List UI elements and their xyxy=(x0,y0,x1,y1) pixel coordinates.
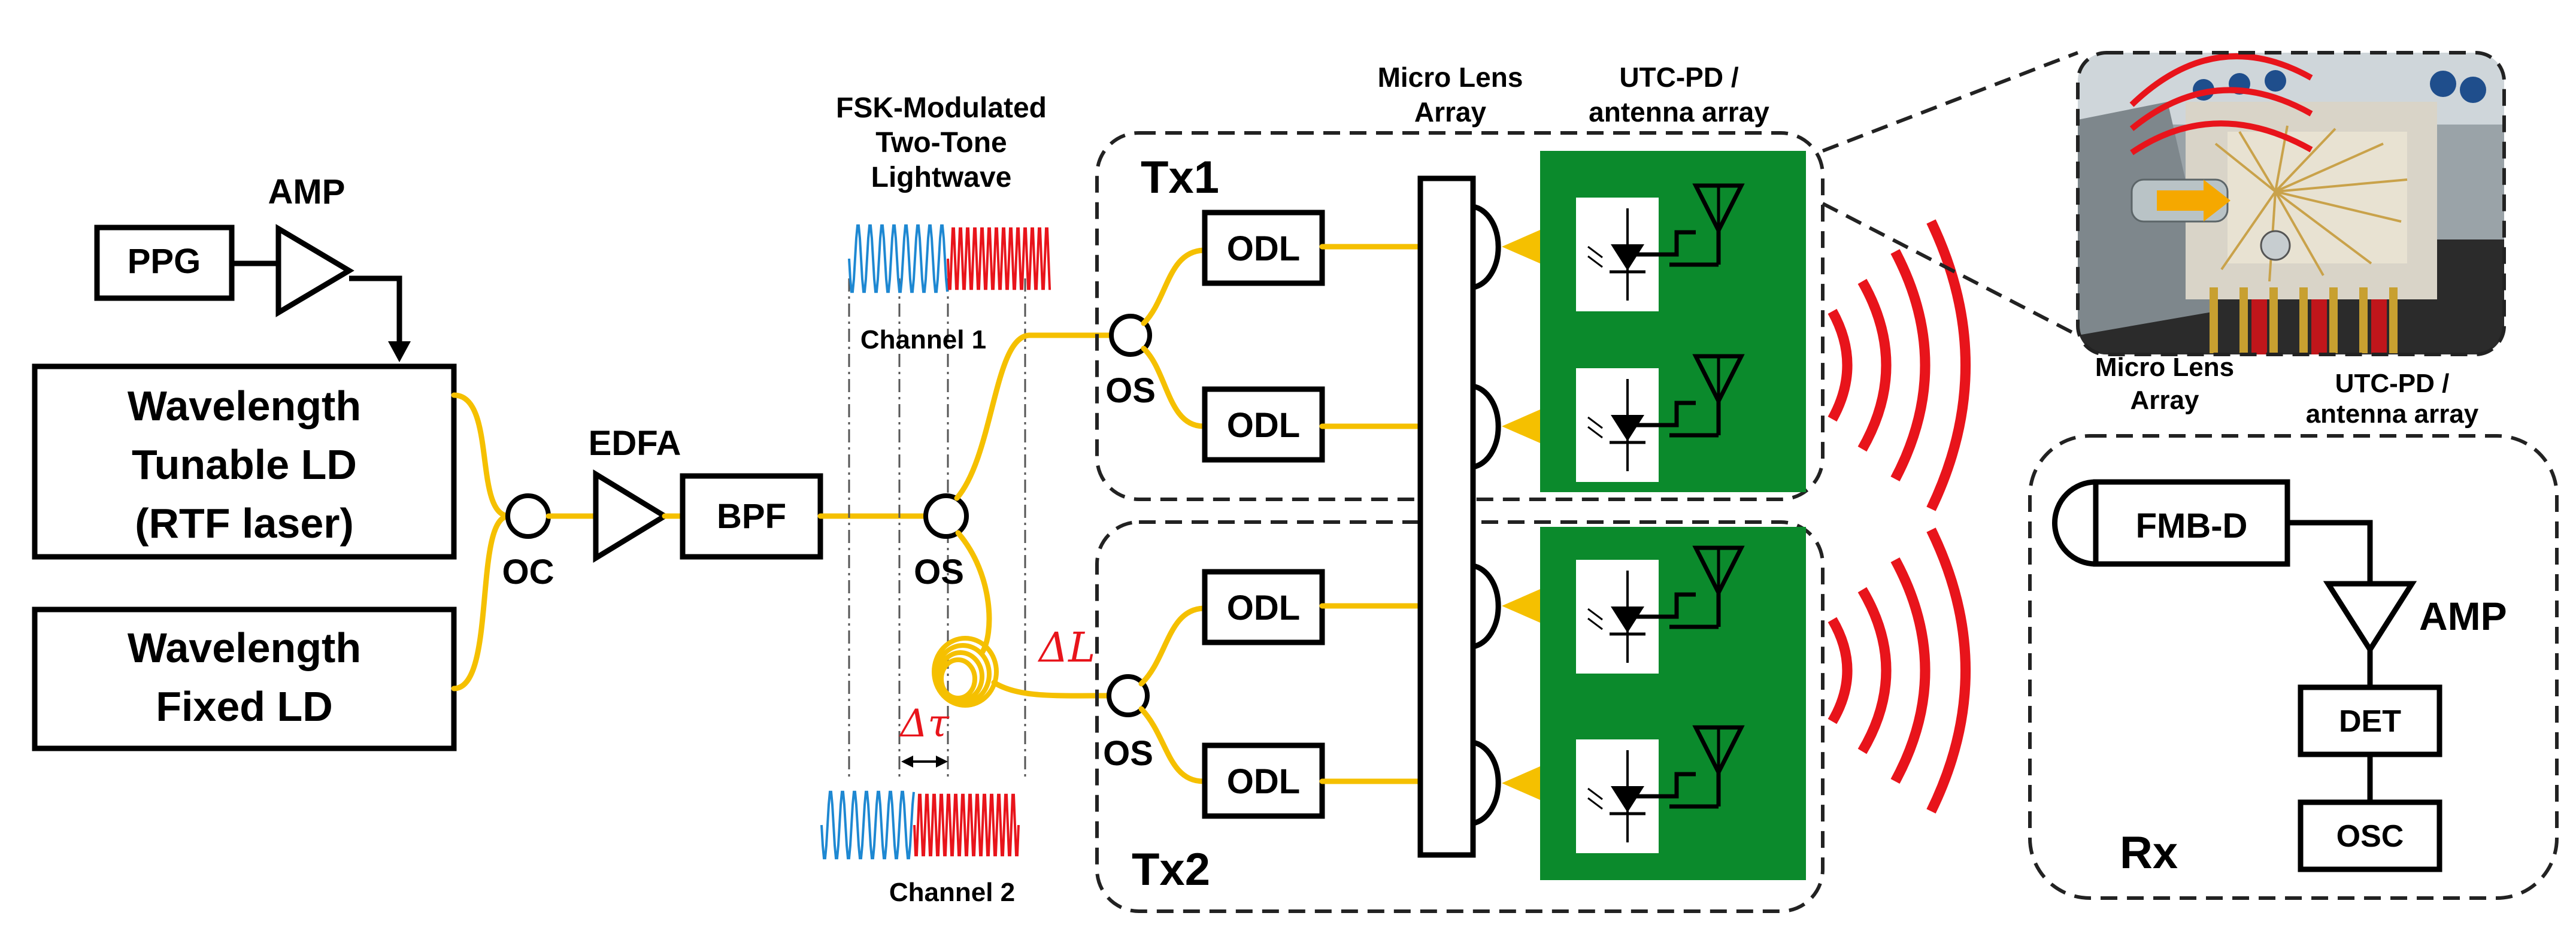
rx-amplifier-icon xyxy=(2323,581,2417,655)
os-main-label: OS xyxy=(914,553,964,592)
os-tx2-coupler xyxy=(1107,674,1150,717)
oc-label: OC xyxy=(502,553,554,592)
wavelength-tunable-ld-box xyxy=(32,363,457,560)
wavelength-fixed-ld-line1: Wavelength xyxy=(128,624,361,671)
radiation-wave-icon xyxy=(1828,219,1971,814)
amplifier-triangle-icon xyxy=(275,224,354,317)
edfa-amplifier-icon xyxy=(593,469,670,563)
odl-label-1: ODL xyxy=(1227,229,1300,268)
amp-top-label: AMP xyxy=(268,172,346,211)
fmbd-label: FMB-D xyxy=(2136,507,2248,545)
utc-pd-title-line2: antenna array xyxy=(1589,96,1769,128)
ppg-box xyxy=(94,225,235,301)
lens-2 xyxy=(1472,383,1501,470)
oc-coupler xyxy=(505,493,551,539)
tx1-label: Tx1 xyxy=(1141,152,1219,203)
antenna-icon xyxy=(1669,545,1745,629)
channel2-wave-blue xyxy=(820,790,915,860)
pd-antenna-cell-3 xyxy=(1576,545,1745,674)
wavelength-fixed-ld-box xyxy=(32,607,457,751)
photo-inset: Micro Lens Array UTC-PD / antenna array xyxy=(1822,51,2506,429)
photo-utc-pd-line2: antenna array xyxy=(2306,399,2479,429)
lens-and-pd-section: Micro Lens Array UTC-PD / antenna array xyxy=(1378,62,1806,880)
delta-tau-label: Δτ xyxy=(898,702,950,746)
odl-box-4 xyxy=(1202,742,1325,819)
splitter-section: OS ΔL Δτ FSK-Modulated Two-Tone Lightwav… xyxy=(820,92,1114,907)
edfa-label: EDFA xyxy=(589,424,681,463)
rx-label: Rx xyxy=(2120,827,2178,878)
pd-antenna-cell-1 xyxy=(1576,183,1745,311)
odl-box-1 xyxy=(1202,210,1325,286)
fmbd-box xyxy=(2093,479,2290,567)
odl-label-3: ODL xyxy=(1227,589,1300,627)
arrow-down-icon xyxy=(388,341,411,362)
channel1-wave-red xyxy=(947,227,1051,290)
photodiode-icon xyxy=(1587,571,1645,663)
wavelength-tunable-ld-line1: Wavelength xyxy=(128,383,361,429)
osc-label: OSC xyxy=(2336,819,2404,854)
tx2-label: Tx2 xyxy=(1132,844,1210,895)
lens-4 xyxy=(1472,739,1501,826)
amp-rx-label: AMP xyxy=(2419,594,2507,638)
pd-antenna-cell-4 xyxy=(1576,725,1745,853)
fiber-coil-icon xyxy=(932,636,999,708)
micro-lens-array-bar xyxy=(1417,175,1476,858)
os-tx2-label: OS xyxy=(1103,734,1153,773)
tx1-group: Tx1 OS ODL ODL xyxy=(1095,131,1825,501)
fsk-title-line2: Two-Tone xyxy=(875,127,1007,159)
photo-micro-lens-line1: Micro Lens xyxy=(2095,353,2234,382)
det-label: DET xyxy=(2339,704,2401,739)
tx2-group: Tx2 OS ODL ODL xyxy=(1095,520,1825,913)
os-tx1-coupler xyxy=(1109,314,1152,357)
os-tx1-label: OS xyxy=(1105,371,1156,410)
source-section: PPG AMP Wavelength Tunable LD (RTF laser… xyxy=(32,172,929,751)
lens-3 xyxy=(1472,563,1501,650)
utc-pd-title-line1: UTC-PD / xyxy=(1619,62,1739,93)
det-box xyxy=(2298,684,2442,757)
fsk-title-line3: Lightwave xyxy=(871,162,1012,193)
channel1-wave-blue xyxy=(848,224,948,293)
rx-boundary xyxy=(2028,434,2559,900)
lens-1 xyxy=(1472,204,1501,290)
channel1-label: Channel 1 xyxy=(860,325,986,354)
channel2-label: Channel 2 xyxy=(889,878,1015,907)
fsk-title-line1: FSK-Modulated xyxy=(836,92,1047,124)
wavelength-tunable-ld-line2: Tunable LD xyxy=(132,441,357,488)
antenna-icon xyxy=(1669,183,1745,267)
odl-label-2: ODL xyxy=(1227,406,1300,445)
micro-lens-title-line1: Micro Lens xyxy=(1378,62,1523,93)
osc-box xyxy=(2298,799,2442,872)
micro-lens-title-line2: Array xyxy=(1414,96,1487,128)
photo-utc-pd-line1: UTC-PD / xyxy=(2335,369,2450,398)
os-main-coupler xyxy=(923,493,969,539)
rx-group: FMB-D AMP DET OSC Rx xyxy=(2028,434,2559,900)
pd-antenna-cell-2 xyxy=(1576,354,1745,482)
wavelength-tunable-ld-line3: (RTF laser) xyxy=(135,500,354,547)
channel2-wave-red xyxy=(913,793,1020,857)
wavelength-fixed-ld-line2: Fixed LD xyxy=(156,683,333,730)
delta-l-label: ΔL xyxy=(1037,624,1095,672)
photo-micro-lens-line2: Array xyxy=(2130,386,2199,415)
antenna-icon xyxy=(1669,725,1745,809)
ppg-label: PPG xyxy=(128,242,201,281)
bpf-label: BPF xyxy=(717,497,786,536)
odl-label-4: ODL xyxy=(1227,762,1300,801)
antenna-icon xyxy=(1669,354,1745,438)
